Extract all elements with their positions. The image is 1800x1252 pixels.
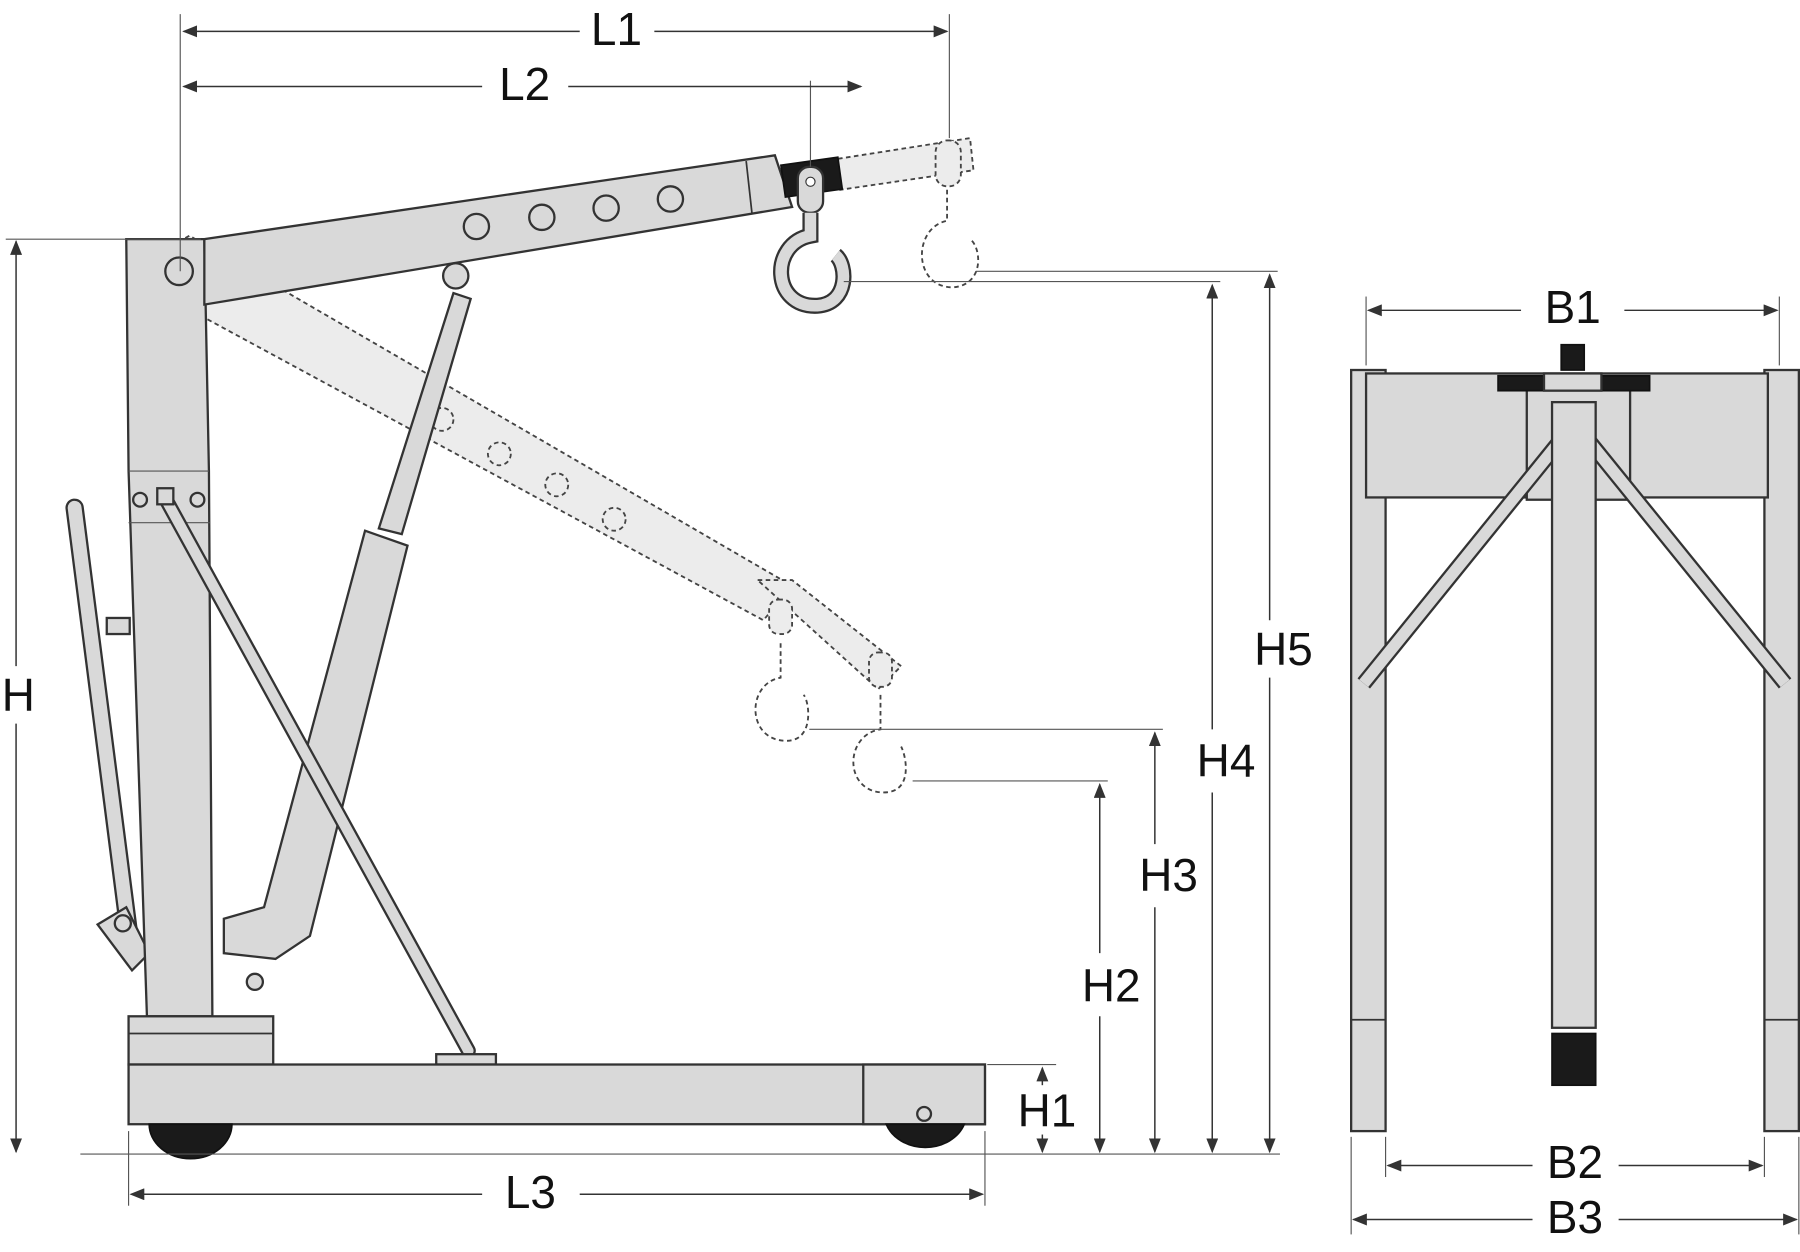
cylinder-rod (377, 291, 473, 536)
label-L1: L1 (591, 3, 642, 55)
front-view (1350, 343, 1800, 1133)
right-leg (1763, 368, 1800, 1133)
label-H4: H4 (1197, 734, 1256, 786)
label-H5: H5 (1254, 623, 1313, 675)
rear-wheel (148, 1123, 233, 1160)
label-H3: H3 (1139, 849, 1198, 901)
front-dimensions: B1 B2 B3 (1350, 281, 1800, 1243)
label-L3: L3 (505, 1166, 556, 1218)
hydraulic-cylinder (222, 529, 409, 961)
mast (125, 237, 214, 1018)
extended-hook-icon (921, 139, 980, 289)
base-frame (127, 1063, 987, 1126)
base-block (127, 1015, 275, 1066)
lowered-boom-extension (755, 579, 903, 691)
label-B3: B3 (1547, 1191, 1603, 1243)
bottom-pad (1551, 1032, 1597, 1087)
lowered-boom-holes (429, 406, 627, 532)
mast-column (1550, 401, 1597, 1029)
lowered-hook-icon (754, 598, 907, 794)
label-B2: B2 (1547, 1136, 1603, 1188)
label-B1: B1 (1545, 281, 1601, 333)
side-view (65, 137, 987, 1160)
hook-icon (773, 165, 852, 314)
side-dimensions: L1 L2 H L3 H1 H2 H3 H4 H5 (2, 3, 1313, 1218)
label-L2: L2 (499, 58, 550, 110)
handle-latch (105, 616, 131, 636)
label-H2: H2 (1082, 959, 1141, 1011)
boom (203, 154, 794, 306)
label-H1: H1 (1018, 1084, 1077, 1136)
boom-holes (441, 185, 685, 290)
front-wheel (884, 1123, 966, 1149)
label-H: H (2, 669, 35, 721)
